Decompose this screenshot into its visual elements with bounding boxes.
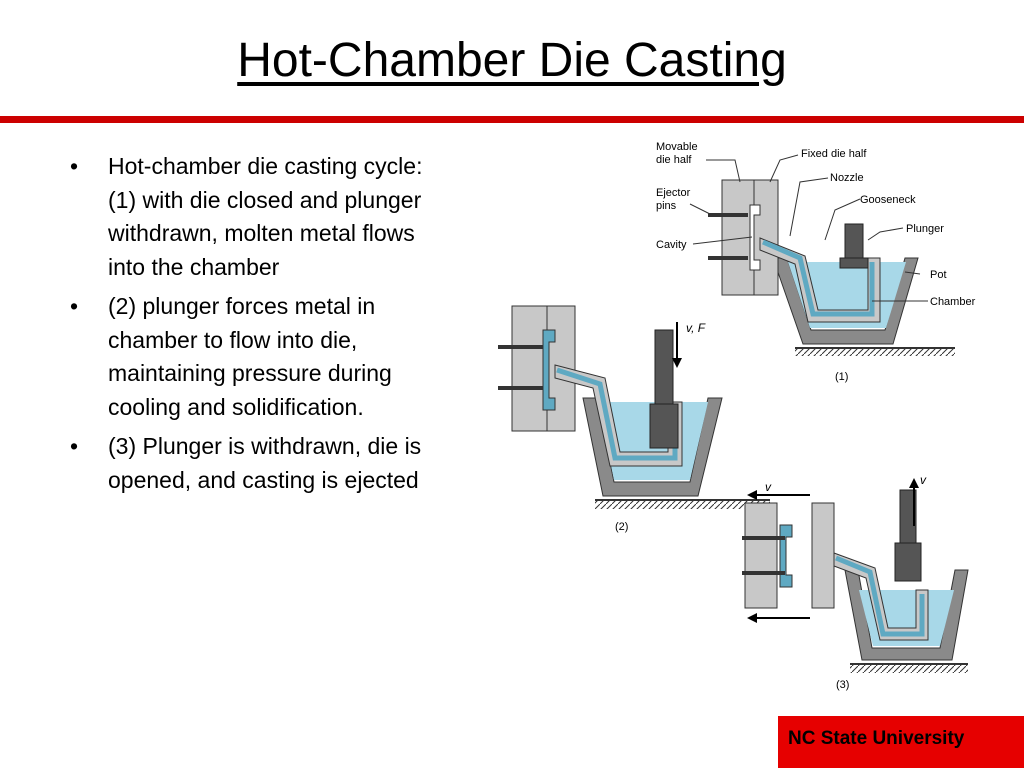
velocity-label: v	[920, 473, 927, 487]
plunger-head	[649, 403, 679, 449]
slide-title: Hot-Chamber Die Casting	[237, 34, 787, 87]
label-plunger: Plunger	[906, 223, 944, 235]
label-chamber: Chamber	[930, 296, 976, 308]
force-v: v	[686, 321, 693, 335]
university-badge: NC State University	[778, 716, 1024, 768]
bullet-text: Hot-chamber die casting cycle: (1) with …	[108, 153, 423, 280]
badge-text: NC State University	[788, 728, 965, 749]
bullet-list: • Hot-chamber die casting cycle: (1) with…	[70, 150, 450, 503]
bullet-glyph: •	[70, 433, 79, 459]
stage-2-diagram: v, F (2)	[498, 305, 770, 533]
die-cavity-filled	[542, 329, 556, 411]
gooseneck-channel	[762, 239, 875, 317]
step-label: (2)	[615, 521, 628, 533]
step-label: (3)	[836, 679, 849, 691]
lift-arrowhead	[909, 478, 919, 488]
gooseneck-channel	[835, 555, 925, 637]
bullet-glyph: •	[70, 153, 79, 179]
force-label: v, F	[686, 321, 706, 335]
bullet-glyph: •	[70, 293, 79, 319]
force-F: F	[698, 321, 706, 335]
label-pins: pins	[656, 200, 677, 212]
ground-hatch	[850, 664, 968, 673]
label-ejector: Ejector	[656, 187, 691, 199]
label-cavity: Cavity	[656, 239, 687, 251]
die-cavity	[749, 204, 761, 271]
ground-hatch	[595, 500, 770, 509]
bullet-item: • (3) Plunger is withdrawn, die is opene…	[70, 430, 450, 497]
force-arrowhead	[672, 358, 682, 368]
plunger	[844, 223, 864, 263]
plunger	[654, 329, 674, 409]
movable-die	[511, 305, 548, 432]
title-divider	[0, 116, 1024, 123]
gooseneck	[833, 552, 929, 641]
open-arrowhead	[747, 613, 757, 623]
label-leaders	[689, 154, 928, 302]
velocity-label: v	[765, 480, 772, 494]
bullet-text: (3) Plunger is withdrawn, die is opened,…	[108, 433, 422, 493]
plunger-head	[894, 542, 922, 582]
bullet-text: (2) plunger forces metal in chamber to f…	[108, 293, 392, 420]
label-pot: Pot	[930, 269, 947, 281]
ground-hatch	[795, 348, 955, 356]
label-nozzle: Nozzle	[830, 172, 864, 184]
ejected-casting	[779, 524, 793, 588]
fixed-die	[753, 179, 779, 296]
bullet-item: • Hot-chamber die casting cycle: (1) with…	[70, 150, 450, 284]
label-fixed-die: Fixed die half	[801, 148, 867, 160]
gooseneck	[759, 237, 881, 323]
stage-1-diagram: (1) Movable die half Fixed die half Nozz…	[656, 141, 976, 383]
movable-die	[744, 502, 778, 609]
label-gooseneck: Gooseneck	[860, 194, 916, 206]
step-label: (1)	[835, 371, 848, 383]
fixed-die	[811, 502, 835, 609]
bullet-item: • (2) plunger forces metal in chamber to …	[70, 290, 450, 424]
label-die-half: die half	[656, 154, 692, 166]
die-casting-diagram: (1) Movable die half Fixed die half Nozz…	[498, 141, 976, 691]
force-comma: ,	[691, 321, 698, 335]
open-arrowhead	[747, 490, 757, 500]
plunger-head	[839, 257, 869, 269]
stage-3-diagram: v v (3)	[742, 473, 969, 691]
label-movable: Movable	[656, 141, 698, 153]
